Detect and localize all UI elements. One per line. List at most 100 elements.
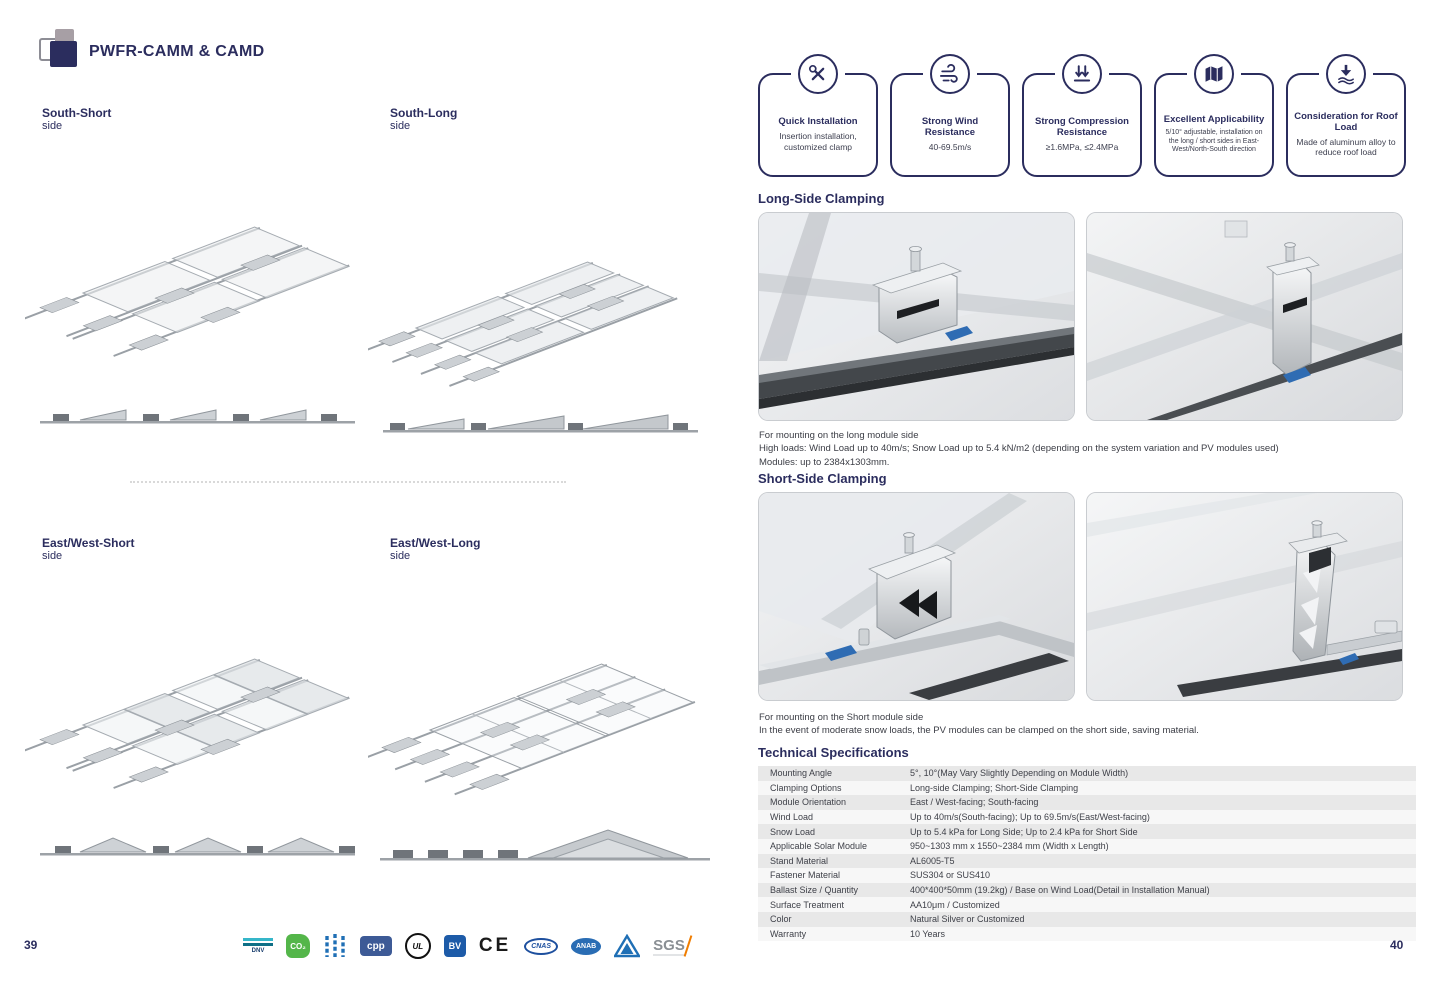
short-side-caption: For mounting on the Short module side In… (759, 711, 1199, 738)
technical-specifications-heading: Technical Specifications (758, 745, 909, 760)
spec-table: Mounting Angle 5°, 10°(May Vary Slightly… (758, 766, 1416, 942)
badge-desc: 40-69.5m/s (928, 142, 972, 153)
certification-logos: DNV CO₂ cpp UL BV CE CNAS ANAB (243, 928, 685, 964)
caption-line: For mounting on the long module side (759, 430, 919, 441)
dnv-logo-icon: DNV (243, 938, 273, 954)
diagram-title: South-Short (42, 106, 112, 120)
diagram-label-south-long: South-Long side (390, 106, 457, 134)
dnv-label: DNV (251, 948, 265, 954)
caption-line: Modules: up to 2384x1303mm. (759, 456, 890, 468)
spec-value: AL6005-T5 (910, 855, 955, 866)
sgs-label: SGS (653, 936, 685, 956)
spec-value: 10 Years (910, 928, 946, 939)
feature-badges: Quick Installation Insertion installatio… (758, 54, 1406, 177)
diagram-subtitle: side (390, 550, 411, 563)
spec-value: 5°, 10°(May Vary Slightly Depending on M… (910, 768, 1129, 779)
badge-desc: ≥1.6MPa, ≤2.4MPa (1045, 142, 1119, 153)
spec-value: SUS304 or SUS410 (910, 870, 991, 881)
table-row: Snow Load Up to 5.4 kPa for Long Side; U… (758, 824, 1416, 839)
table-row: Fastener Material SUS304 or SUS410 (758, 868, 1416, 883)
page-number-left: 39 (24, 938, 38, 952)
compression-icon (1055, 54, 1109, 94)
bv-logo-icon: BV (443, 935, 466, 957)
diagram-title: East/West-Short (42, 536, 135, 550)
diagram-subtitle: side (42, 550, 63, 563)
short-side-clamping-heading: Short-Side Clamping (758, 471, 887, 486)
long-side-caption: For mounting on the long module side Hig… (759, 429, 1279, 469)
spec-label: Module Orientation (770, 797, 847, 808)
spec-value: AA10μm / Customized (910, 899, 1000, 910)
spec-value: Long-side Clamping; Short-Side Clamping (910, 782, 1079, 793)
spec-label: Stand Material (770, 855, 829, 866)
badge-desc: Insertion installation, customized clamp (779, 131, 857, 152)
co2-footprint-logo-icon: CO₂ (285, 934, 310, 958)
south-short-illustration (25, 143, 370, 443)
tools-icon (791, 54, 845, 94)
diagram-subtitle: side (390, 120, 411, 133)
spec-value: Up to 40m/s(South-facing); Up to 69.5m/s… (910, 812, 1150, 823)
diagram-label-south-short: South-Short side (42, 106, 111, 134)
spec-label: Fastener Material (770, 870, 841, 881)
roof-load-icon (1319, 54, 1373, 94)
caption-line: High loads: Wind Load up to 40m/s; Snow … (759, 443, 1279, 455)
page-title: PWFR-CAMM & CAMD (89, 43, 265, 60)
spec-label: Applicable Solar Module (770, 841, 868, 852)
diagram-title: East/West-Long (390, 536, 481, 550)
diagram-label-eastwest-long: East/West-Long side (390, 536, 480, 564)
caption-line: For mounting on the Short module side (759, 712, 924, 723)
ce-label: CE (478, 935, 512, 956)
anab-label: ANAB (571, 937, 602, 955)
spec-label: Surface Treatment (770, 899, 845, 910)
table-row: Applicable Solar Module 950~1303 mm x 15… (758, 838, 1416, 854)
wind-icon (923, 54, 977, 94)
spec-label: Warranty (770, 928, 807, 939)
diagram-label-eastwest-short: East/West-Short side (42, 536, 134, 564)
cnas-label: CNAS (524, 937, 559, 955)
diagram-subtitle: side (42, 120, 63, 133)
badge-title: Excellent Applicability (1163, 113, 1265, 125)
badge-roof-load: Consideration for Roof Load Made of alum… (1286, 54, 1406, 177)
cnas-logo-icon: CNAS (524, 937, 559, 955)
page-number-right: 40 (1390, 938, 1404, 952)
caption-line: In the event of moderate snow loads, the… (759, 725, 1199, 737)
table-row: Surface Treatment AA10μm / Customized (758, 897, 1416, 912)
brand-logo (38, 28, 82, 70)
badge-title: Strong Compression Resistance (1035, 116, 1129, 139)
badge-applicability: Excellent Applicability 5/10° adjustable… (1154, 54, 1274, 177)
badge-desc: Made of aluminum alloy to reduce roof lo… (1296, 136, 1396, 158)
short-side-clamping-photo-2 (1086, 492, 1403, 701)
co2-label: CO₂ (285, 934, 310, 958)
badge-compression-resistance: Strong Compression Resistance ≥1.6MPa, ≤… (1022, 54, 1142, 177)
long-side-clamping-photo-1 (758, 212, 1075, 421)
cpp-logo-icon: cpp (359, 936, 392, 956)
spec-value: Up to 5.4 kPa for Long Side; Up to 2.4 k… (910, 826, 1138, 837)
anab-logo-icon: ANAB (571, 937, 602, 955)
spec-value: Natural Silver or Customized (910, 914, 1025, 925)
logo-navy-square (50, 41, 77, 67)
stripes-cert-logo-icon (323, 934, 347, 958)
badge-quick-installation: Quick Installation Insertion installatio… (758, 54, 878, 177)
spec-label: Mounting Angle (770, 768, 833, 779)
ul-label: UL (404, 933, 431, 959)
eastwest-short-illustration (25, 575, 370, 875)
bv-label: BV (443, 935, 466, 957)
spec-label: Color (770, 914, 792, 925)
table-row: Wind Load Up to 40m/s(South-facing); Up … (758, 809, 1416, 825)
table-row: Module Orientation East / West-facing; S… (758, 795, 1416, 810)
badge-title: Strong Wind Resistance (921, 116, 979, 139)
table-row: Stand Material AL6005-T5 (758, 853, 1416, 869)
spec-value: 950~1303 mm x 1550~2384 mm (Width x Leng… (910, 841, 1109, 852)
ce-mark-icon: CE (479, 935, 511, 957)
long-side-clamping-photo-2 (1086, 212, 1403, 421)
spec-label: Snow Load (770, 826, 816, 837)
dotted-divider (130, 481, 566, 483)
table-row: Ballast Size / Quantity 400*400*50mm (19… (758, 882, 1416, 898)
spec-value: East / West-facing; South-facing (910, 797, 1039, 808)
eastwest-long-illustration (368, 578, 720, 878)
map-icon (1187, 54, 1241, 94)
table-row: Color Natural Silver or Customized (758, 911, 1416, 927)
short-side-clamping-photo-1 (758, 492, 1075, 701)
spec-value: 400*400*50mm (19.2kg) / Base on Wind Loa… (910, 885, 1210, 896)
badge-desc: 5/10° adjustable, installation on the lo… (1165, 128, 1263, 154)
